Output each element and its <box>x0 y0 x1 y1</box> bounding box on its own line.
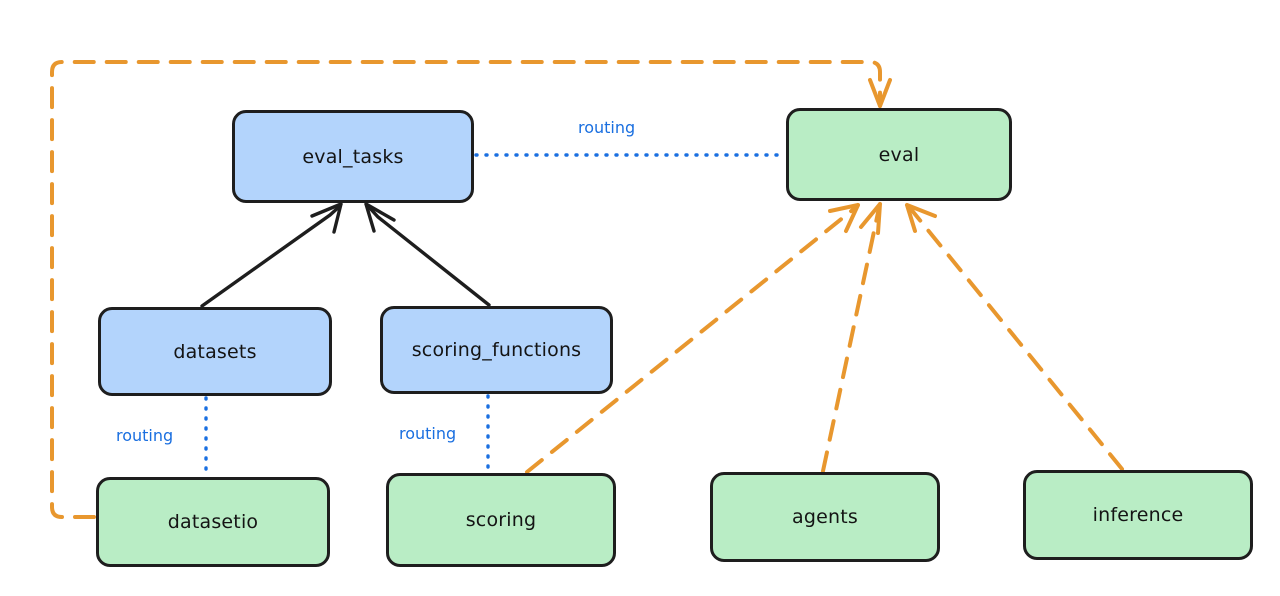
node-label: scoring <box>465 509 537 531</box>
node-label: eval <box>878 143 920 166</box>
node-scoring[interactable]: scoring <box>386 473 616 567</box>
edge-label-routing-scoring-functions-scoring: routing <box>399 424 457 443</box>
node-label: scoring_functions <box>411 339 582 361</box>
edge-inference-to-eval <box>905 203 1124 471</box>
node-label: datasets <box>173 340 257 363</box>
edge-datasetio-to-eval <box>50 60 892 519</box>
node-label: agents <box>792 506 858 528</box>
node-eval[interactable]: eval <box>786 108 1012 201</box>
node-eval-tasks[interactable]: eval_tasks <box>232 110 474 203</box>
edge-agents-to-eval <box>821 202 882 473</box>
node-scoring-functions[interactable]: scoring_functions <box>380 306 613 394</box>
edge-scoring-functions-to-eval-tasks <box>364 202 491 307</box>
node-label: datasetio <box>167 511 259 533</box>
node-agents[interactable]: agents <box>710 472 940 562</box>
edge-scoring-to-eval <box>525 203 860 474</box>
node-label: inference <box>1092 504 1184 526</box>
node-inference[interactable]: inference <box>1023 470 1253 560</box>
node-datasetio[interactable]: datasetio <box>96 477 330 567</box>
node-label: eval_tasks <box>302 145 404 168</box>
edge-datasets-to-eval-tasks <box>200 202 343 308</box>
edge-label-routing-datasets-datasetio: routing <box>116 426 174 445</box>
edge-label-routing-eval-tasks-eval: routing <box>578 118 636 137</box>
node-datasets[interactable]: datasets <box>98 307 332 396</box>
